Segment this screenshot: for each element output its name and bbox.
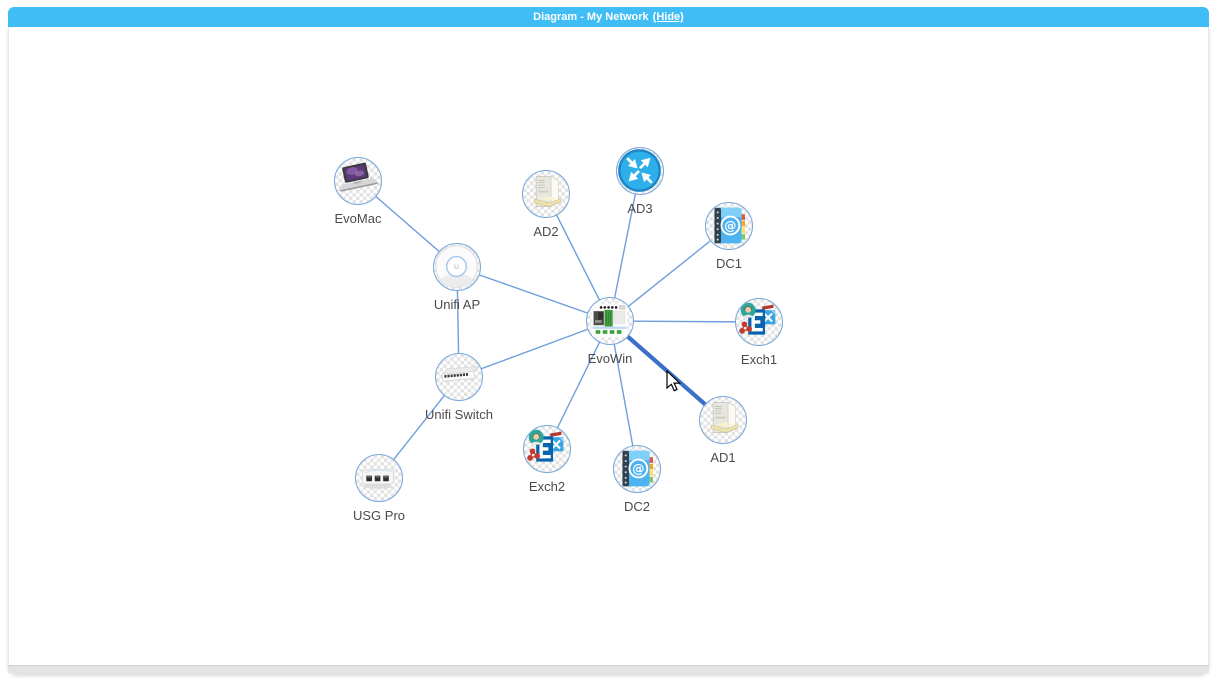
- node-exch1[interactable]: [735, 298, 783, 346]
- diagram-title-bar: Diagram - My Network (Hide): [8, 7, 1209, 27]
- diagram-node: Unifi Switch: [409, 353, 509, 422]
- node-label: AD2: [533, 224, 559, 239]
- node-label: Exch2: [528, 479, 566, 494]
- diagram-title: Diagram - My Network: [533, 11, 649, 23]
- diagram-node: Exch1: [709, 298, 809, 367]
- node-ad3[interactable]: [616, 147, 664, 195]
- diagram-node: USG Pro: [329, 454, 429, 523]
- node-dc1[interactable]: @: [705, 202, 753, 250]
- diagram-node: EvoMac: [308, 157, 408, 226]
- node-unifiswitch[interactable]: [435, 353, 483, 401]
- diagram-node: EvoWin: [560, 297, 660, 366]
- exchange-icon: [739, 302, 776, 335]
- node-unifiap[interactable]: U: [433, 243, 481, 291]
- node-dc2[interactable]: @: [613, 445, 661, 493]
- server-tower-icon: [710, 402, 738, 434]
- diagram-node: @ DC2: [587, 445, 687, 514]
- macbook-icon: [339, 162, 378, 192]
- router-icon: [618, 149, 661, 192]
- node-label: USG Pro: [352, 508, 405, 523]
- edge-EvoWin-DC1[interactable]: [609, 225, 730, 322]
- node-label: EvoMac: [334, 211, 382, 226]
- svg-text:U: U: [454, 264, 459, 271]
- node-usgpro[interactable]: [355, 454, 403, 502]
- node-label: Exch1: [740, 352, 778, 367]
- diagram-node: U Unifi AP: [407, 243, 507, 312]
- edge-EvoWin-DC2[interactable]: [609, 320, 638, 470]
- edge-EvoWin-AD3[interactable]: [609, 170, 641, 322]
- diagram-node: @ DC1: [679, 202, 779, 271]
- network-switch-icon: [441, 365, 480, 383]
- node-label: DC2: [623, 499, 650, 514]
- edge-EvoWin-Exch1[interactable]: [609, 320, 760, 323]
- node-label: EvoWin: [587, 351, 633, 366]
- diagram-node: Exch2: [497, 425, 597, 494]
- node-evomac[interactable]: [334, 157, 382, 205]
- node-exch2[interactable]: [523, 425, 571, 473]
- node-ad1[interactable]: [699, 396, 747, 444]
- exchange-icon: [527, 429, 564, 462]
- diagram-node: AD3: [590, 147, 690, 216]
- hide-link[interactable]: (Hide): [652, 11, 684, 23]
- bottom-bar: [8, 665, 1209, 673]
- edge-UnifiAP-EvoWin[interactable]: [456, 266, 611, 322]
- node-label: DC1: [715, 256, 742, 271]
- diagram-canvas[interactable]: [8, 27, 1209, 673]
- node-ad2[interactable]: [522, 170, 570, 218]
- edge-UnifiSwitch-EvoWin[interactable]: [458, 320, 611, 378]
- diagram-node: AD1: [673, 396, 773, 465]
- server-board-icon: [591, 303, 628, 338]
- usg-gateway-icon: [362, 468, 394, 489]
- node-label: AD1: [710, 450, 736, 465]
- svg-text:@: @: [632, 462, 644, 476]
- diagram-panel: Diagram - My Network (Hide): [8, 7, 1209, 673]
- node-label: AD3: [627, 201, 653, 216]
- node-label: Unifi AP: [433, 297, 481, 312]
- node-label: Unifi Switch: [425, 407, 493, 422]
- diagram-node: AD2: [496, 170, 596, 239]
- unifi-ap-icon: U: [434, 244, 479, 289]
- address-book-icon: @: [714, 207, 745, 244]
- node-evowin[interactable]: [586, 297, 634, 345]
- address-book-icon: @: [622, 450, 653, 487]
- svg-text:@: @: [724, 219, 736, 233]
- server-tower-icon: [533, 176, 561, 208]
